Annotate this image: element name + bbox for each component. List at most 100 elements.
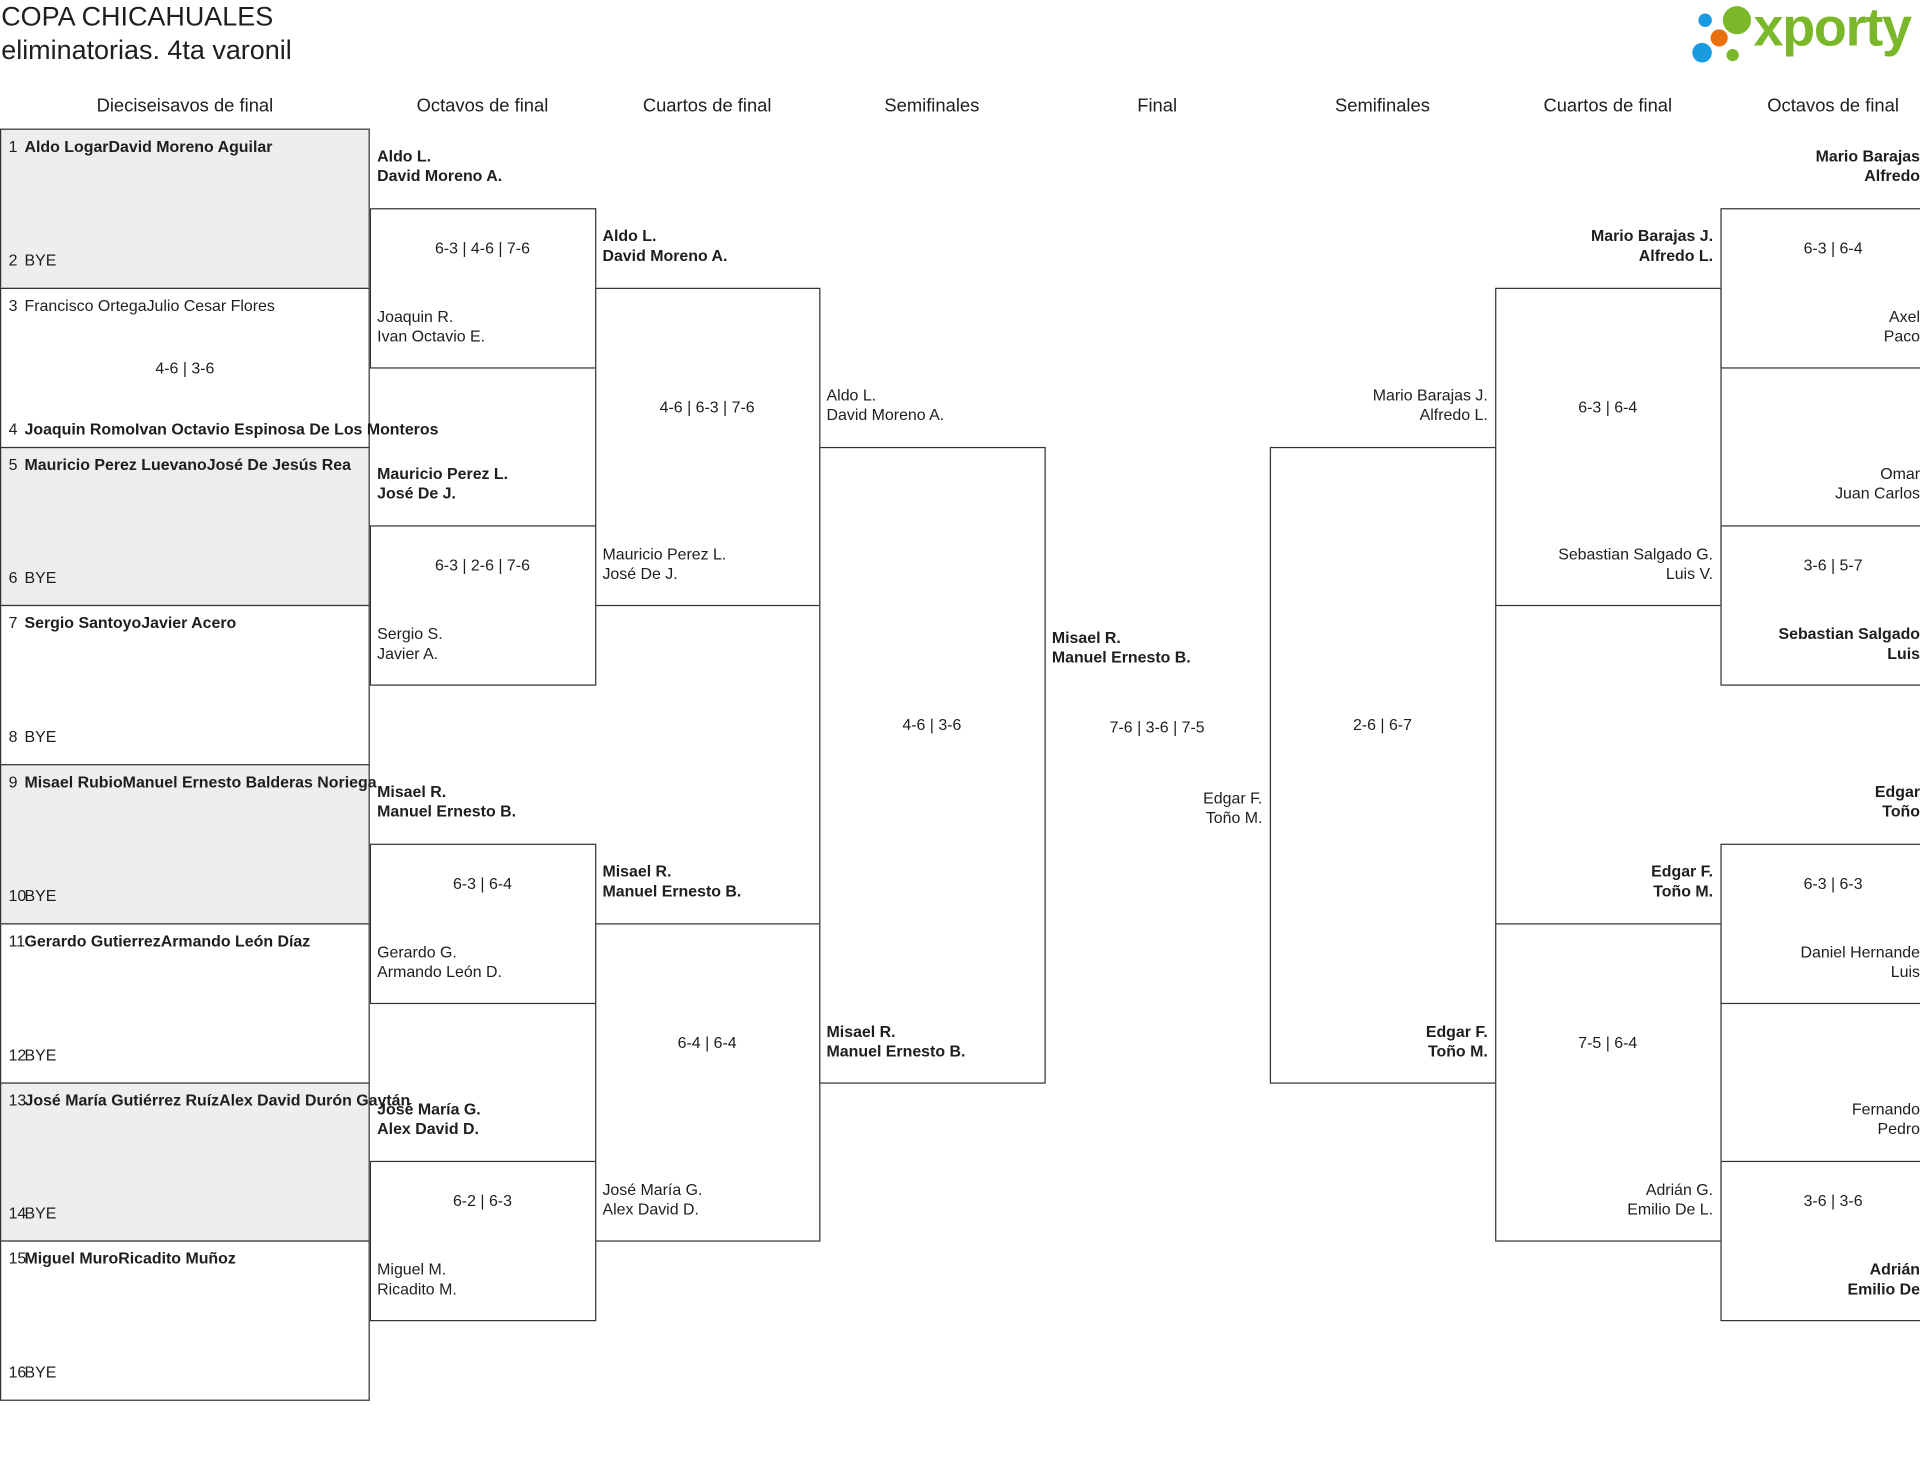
seed-number: 11 <box>8 931 26 950</box>
team-top: Aldo L.David Moreno A. <box>602 226 727 265</box>
team-bottom: Sebastian Salgado G.Luis V. <box>1558 545 1713 584</box>
player-name: Adrián <box>1869 1260 1920 1279</box>
team-names: Joaquin RomoIvan Octavio Espinosa De Los… <box>24 419 438 439</box>
player-name: Miguel M. <box>377 1260 447 1279</box>
team-top: Aldo L.David Moreno A. <box>827 385 945 424</box>
seed-number: 15 <box>8 1249 27 1268</box>
team-names: Francisco OrtegaJulio Cesar Flores <box>24 296 274 316</box>
match-connector-box <box>369 525 597 686</box>
player-name: David Moreno A. <box>602 245 728 265</box>
player-name: Francisco Ortega <box>24 296 147 315</box>
player-name: Axel <box>1889 306 1920 326</box>
logo-dot-blue-large <box>1692 42 1712 63</box>
team-bottom: Miguel M.Ricadito M. <box>377 1260 457 1299</box>
match-connector-box <box>1269 446 1497 1084</box>
player-name: Luis <box>1890 961 1920 981</box>
seed-number: 2 <box>8 250 18 270</box>
team-names: Mauricio Perez LuevanoJosé De Jesús Rea <box>24 455 350 475</box>
team-names: BYE <box>24 251 56 271</box>
player-name: Edgar F. <box>1203 788 1263 807</box>
round-header: Cuartos de final <box>1543 95 1673 117</box>
round-header: Semifinales <box>884 95 980 117</box>
match-connector-box <box>1720 208 1920 369</box>
player-name: Armando León D. <box>377 961 502 981</box>
player-name: Aldo L. <box>377 146 432 166</box>
team-names: Aldo LogarDavid Moreno Aguilar <box>24 137 272 157</box>
player-name: Misael R. <box>826 1021 896 1041</box>
team-top: Mauricio Perez L.José De J. <box>377 465 508 504</box>
match-score: 3-6 | 5-7 <box>1803 556 1863 575</box>
player-name: Julio Cesar Flores <box>146 296 275 315</box>
player-name: Luis <box>1887 644 1920 663</box>
team-names: BYE <box>24 886 56 906</box>
player-name: Misael R. <box>377 782 447 801</box>
logo-text: xporty <box>1753 0 1912 58</box>
match-connector-box <box>595 287 821 607</box>
match-score: 7-5 | 6-4 <box>1578 1032 1638 1052</box>
team-bottom: Edgar F.Toño M. <box>1426 1022 1488 1061</box>
team-entry: 1 Aldo LogarDavid Moreno Aguilar <box>9 137 273 157</box>
seed-number: 4 <box>8 419 18 438</box>
team-names: BYE <box>24 1363 56 1383</box>
team-names: Miguel MuroRicadito Muñoz <box>24 1249 235 1269</box>
tournament-title: COPA CHICAHUALES <box>1 1 274 32</box>
player-name: Alex David Durón Gaytán <box>219 1090 411 1109</box>
match-score: 6-3 | 6-3 <box>1803 873 1863 893</box>
match-connector-box <box>369 843 597 1004</box>
player-name: David Moreno A. <box>377 166 503 185</box>
player-name: Misael R. <box>1051 628 1121 647</box>
player-name: Edgar F. <box>1425 1021 1488 1041</box>
player-name: Alex David D. <box>377 1119 479 1139</box>
match-score: 6-2 | 6-3 <box>452 1191 512 1211</box>
player-name: Miguel Muro <box>24 1249 119 1268</box>
player-name: Sergio Santoyo <box>24 613 142 633</box>
logo-dot-green-large <box>1722 6 1752 35</box>
seed-number: 1 <box>8 137 18 156</box>
player-name: Aldo Logar <box>24 137 109 156</box>
player-name: Ricadito Muñoz <box>118 1249 236 1268</box>
player-name: Mario Barajas J. <box>1590 226 1714 245</box>
xporty-logo: xporty <box>1690 0 1920 66</box>
team-names: BYE <box>24 1045 56 1065</box>
player-name: BYE <box>24 250 57 270</box>
logo-dot-orange <box>1710 29 1728 47</box>
match-score: 6-3 | 6-4 <box>1578 397 1638 416</box>
seed-number: 7 <box>8 613 18 633</box>
player-name: Javier A. <box>377 644 439 663</box>
team-top: Edgar F.Toño M. <box>1651 862 1713 901</box>
round-header: Octavos de final <box>416 95 549 117</box>
player-name: Alfredo <box>1864 166 1920 185</box>
team-top: Misael R.Manuel Ernesto B. <box>377 782 516 821</box>
player-name: Toño M. <box>1427 1041 1488 1060</box>
player-name: Juan Carlos <box>1835 484 1920 503</box>
player-name: Alex David D. <box>602 1200 699 1219</box>
match-connector-box <box>819 446 1046 1084</box>
player-name: Ivan Octavio Espinosa De Los Monteros <box>135 419 439 438</box>
player-name: Emilio De L. <box>1627 1200 1714 1219</box>
match-score: 4-6 | 3-6 <box>155 358 215 377</box>
player-name: Paco <box>1883 326 1920 345</box>
player-name: Manuel Ernesto B. <box>602 881 742 900</box>
player-name: Mauricio Perez L. <box>602 545 727 564</box>
player-name: BYE <box>24 568 57 587</box>
seed-number: 10 <box>8 886 27 905</box>
player-name: Toño M. <box>1653 881 1714 900</box>
team-top: Mario Barajas J.Alfredo L. <box>1591 226 1713 265</box>
team-bottom: Gerardo G.Armando León D. <box>377 942 502 981</box>
